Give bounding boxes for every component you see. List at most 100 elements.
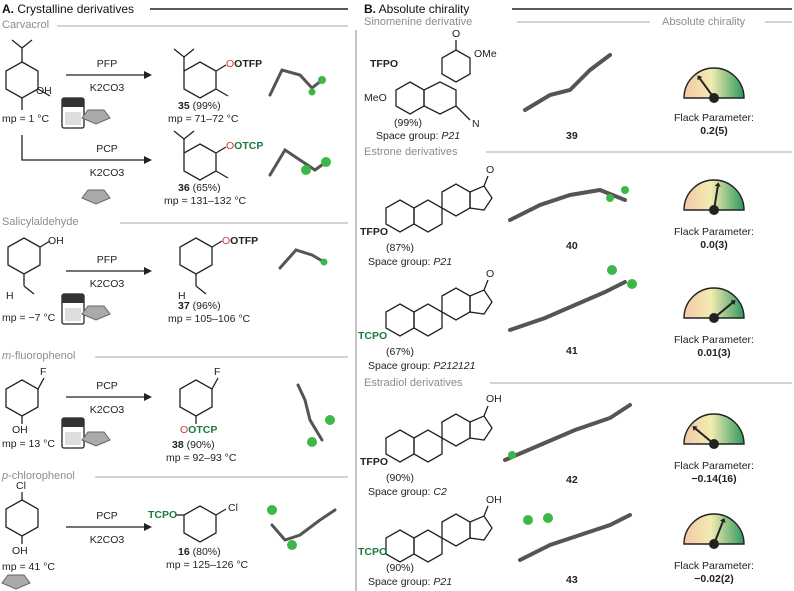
mf-oh: OH <box>12 424 28 436</box>
mf-f: F <box>40 366 47 378</box>
panel-b-title: B. Absolute chirality <box>364 2 470 16</box>
group-tcpo-16: TCPO <box>148 509 178 521</box>
reagent-pcp-16: PCP <box>96 510 118 522</box>
group-otcp-38: OOTCP <box>180 424 218 436</box>
compound-36-mp: mp = 131–132 °C <box>164 195 247 207</box>
flack-gauge-40 <box>683 179 745 215</box>
section-p-chlorophenol: p-chlorophenol <box>2 470 75 482</box>
flack-label-39: Flack Parameter: <box>674 112 754 124</box>
group-otcp-36: OOTCP <box>226 140 264 152</box>
entry-40-yield: (87%) <box>386 242 415 254</box>
steroid-skeletons <box>385 175 493 563</box>
flack-value-40: 0.0(3) <box>700 239 728 251</box>
compound-38-mp: mp = 92–93 °C <box>166 452 237 464</box>
pc-cl: Cl <box>16 480 26 492</box>
sino-meo: MeO <box>364 92 387 104</box>
section-absolute-chirality: Absolute chirality <box>662 16 746 28</box>
e42-oh: OH <box>486 393 502 405</box>
salicyl-product-h: H <box>178 290 186 302</box>
compound-35-yield: 35 (99%) <box>178 100 221 112</box>
entry-43-num: 43 <box>566 574 578 586</box>
crystal-structures-a <box>268 68 337 542</box>
flack-value-42: −0.14(16) <box>691 473 737 485</box>
entry-43-space-group: Space group: P21 <box>368 576 453 588</box>
reagent-pfp-35: PFP <box>96 58 118 70</box>
compound-16-mp: mp = 125–126 °C <box>166 559 249 571</box>
section-estrone: Estrone derivatives <box>364 146 458 158</box>
sino-ome: OMe <box>474 48 497 60</box>
entry-39-yield: (99%) <box>394 117 423 129</box>
vial-icons <box>61 97 85 449</box>
mf-product-f: F <box>214 366 221 378</box>
entry-42-yield: (90%) <box>386 472 415 484</box>
flack-value-41: 0.01(3) <box>697 347 731 359</box>
flack-value-39: 0.2(5) <box>700 125 728 137</box>
flack-gauge-41 <box>683 287 745 323</box>
compound-16-yield: 16 (80%) <box>178 546 221 558</box>
entry-41-num: 41 <box>566 345 578 357</box>
sino-tfpo: TFPO <box>370 58 398 70</box>
flack-gauge-39 <box>683 67 745 103</box>
crystal-structures-b <box>503 53 632 562</box>
compound-37-mp: mp = 105–106 °C <box>168 313 251 325</box>
carvacrol-oh: OH <box>36 85 52 97</box>
reagent-base-35: K2CO3 <box>89 82 125 94</box>
pc-product-cl: Cl <box>228 502 238 514</box>
compound-38-yield: 38 (90%) <box>172 439 215 451</box>
entry-39-space-group: Space group: P21 <box>376 130 461 142</box>
sino-n: N <box>472 118 480 130</box>
entry-41-yield: (67%) <box>386 346 415 358</box>
reagent-pcp-38: PCP <box>96 380 118 392</box>
section-salicylaldehyde: Salicylaldehyde <box>2 216 79 228</box>
mf-mp: mp = 13 °C <box>2 438 55 450</box>
flack-label-41: Flack Parameter: <box>674 334 754 346</box>
e41-tcpo: TCPO <box>358 330 388 342</box>
flack-label-42: Flack Parameter: <box>674 460 754 472</box>
entry-43-yield: (90%) <box>386 562 415 574</box>
reagent-base-16: K2CO3 <box>89 534 125 546</box>
crystal-icons <box>1 109 111 590</box>
entry-39-num: 39 <box>566 130 578 142</box>
reagent-pfp-37: PFP <box>96 254 118 266</box>
compound-35-mp: mp = 71–72 °C <box>168 113 239 125</box>
e41-o: O <box>486 268 495 280</box>
reagent-pcp-36: PCP <box>96 143 118 155</box>
e42-tfpo: TFPO <box>360 456 388 468</box>
flack-gauge-43 <box>683 513 745 549</box>
entry-42-num: 42 <box>566 474 578 486</box>
e40-o: O <box>486 164 495 176</box>
sino-o: O <box>452 28 461 40</box>
flack-gauge-42 <box>683 413 745 449</box>
salicyl-mp: mp = −7 °C <box>2 312 56 324</box>
salicyl-h: H <box>6 290 14 302</box>
group-otfp-37: OOTFP <box>222 235 259 247</box>
pc-oh: OH <box>12 545 28 557</box>
halogen-atoms-a <box>267 76 335 550</box>
entry-40-num: 40 <box>566 240 578 252</box>
halogen-atoms-b <box>508 186 637 525</box>
e40-tfpo: TFPO <box>360 226 388 238</box>
section-estradiol: Estradiol derivatives <box>364 377 463 389</box>
entry-42-space-group: Space group: C2 <box>368 486 447 498</box>
entry-40-space-group: Space group: P21 <box>368 256 453 268</box>
reagent-base-38: K2CO3 <box>89 404 125 416</box>
section-sinomenine: Sinomenine derivative <box>364 16 473 28</box>
reagent-base-37: K2CO3 <box>89 278 125 290</box>
entry-41-space-group: Space group: P212121 <box>368 360 476 372</box>
e43-oh: OH <box>486 494 502 506</box>
compound-36-yield: 36 (65%) <box>178 182 221 194</box>
salicyl-oh: OH <box>48 235 64 247</box>
section-m-fluorophenol: m-fluorophenol <box>2 350 76 362</box>
flack-label-40: Flack Parameter: <box>674 226 754 238</box>
pc-mp: mp = 41 °C <box>2 561 55 573</box>
compound-37-yield: 37 (96%) <box>178 300 221 312</box>
flack-value-43: −0.02(2) <box>694 573 734 585</box>
e43-tcpo: TCPO <box>358 546 388 558</box>
group-otfp-35: OOTFP <box>226 58 263 70</box>
carvacrol-mp: mp = 1 °C <box>2 113 50 125</box>
panel-a-title: A. Crystalline derivatives <box>2 2 135 16</box>
section-carvacrol: Carvacrol <box>2 19 50 31</box>
flack-label-43: Flack Parameter: <box>674 560 754 572</box>
